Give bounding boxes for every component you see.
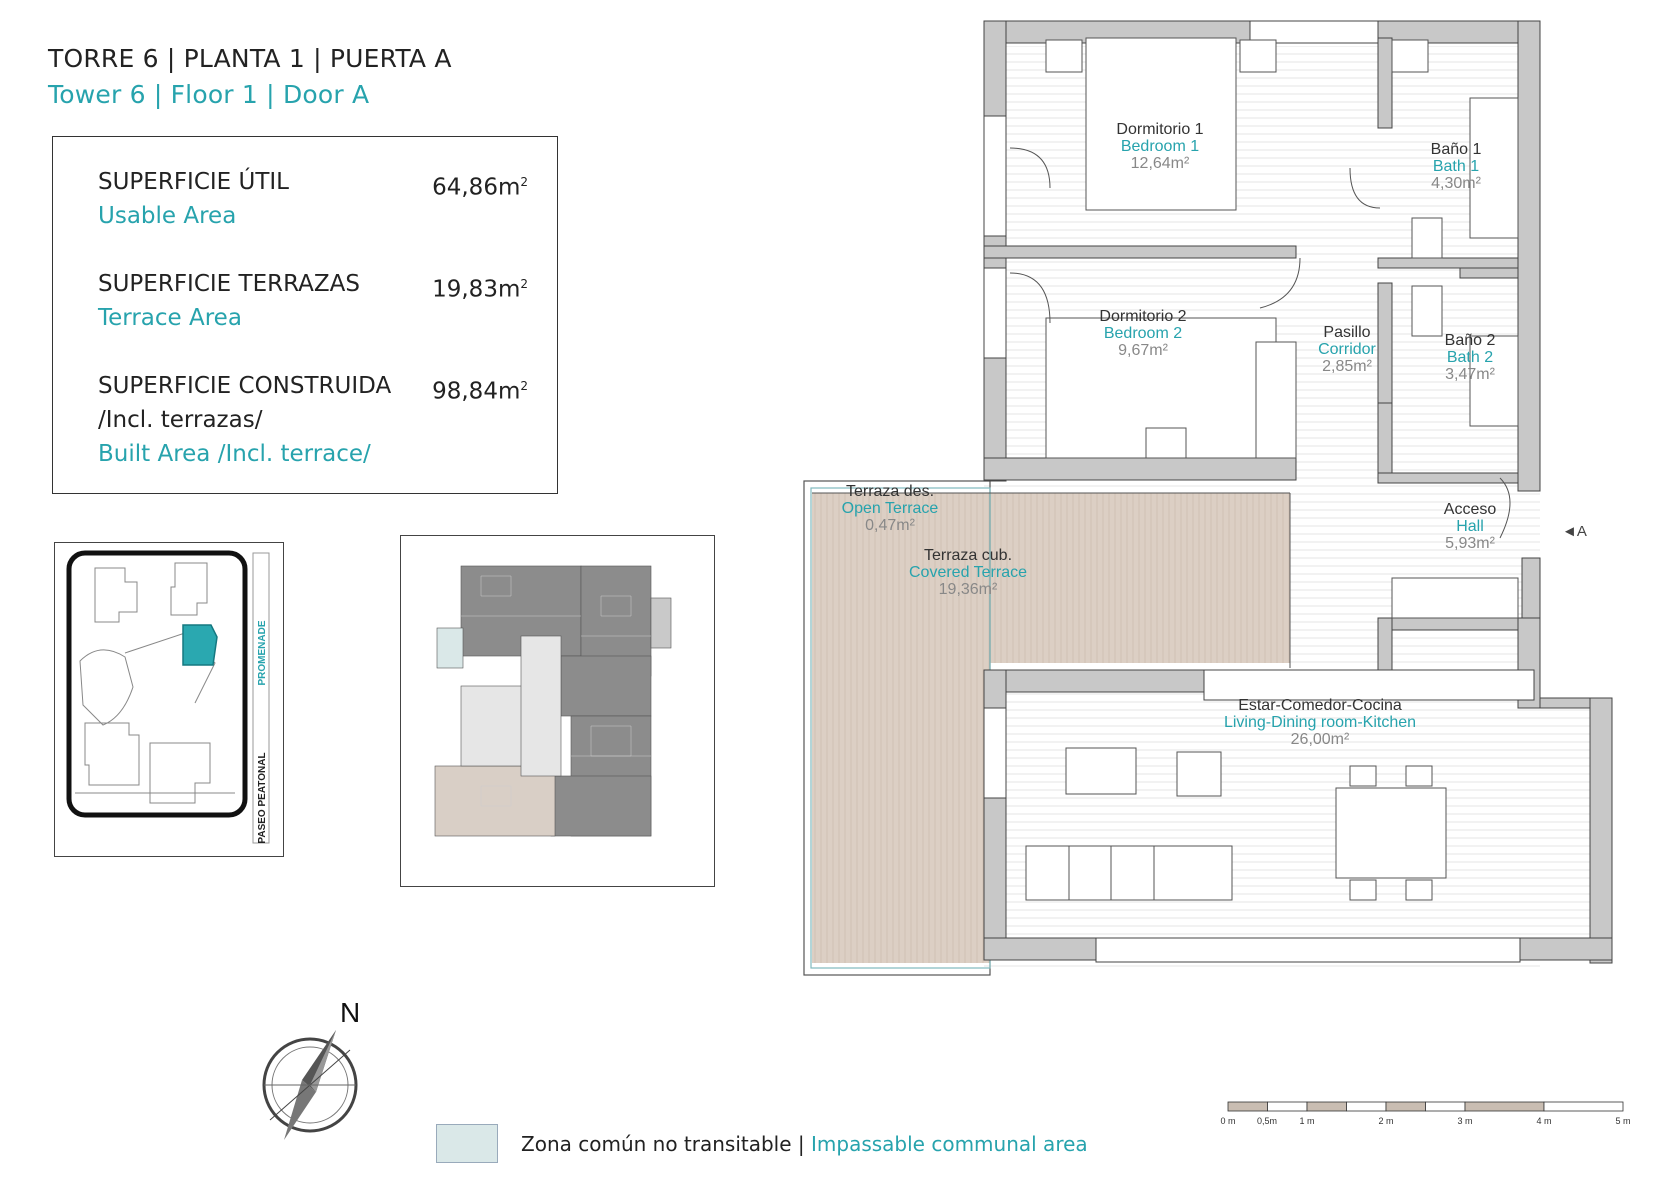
room-living-area: 26,00m² (1291, 731, 1350, 748)
room-bedroom1-area: 12,64m² (1131, 155, 1190, 172)
room-open-terrace-es: Terraza des. (846, 483, 934, 500)
room-bedroom2-area: 9,67m² (1118, 342, 1168, 359)
room-corridor-area: 2,85m² (1322, 358, 1372, 375)
built-area-row: SUPERFICIE CONSTRUIDA /Incl. terrazas/ B… (98, 369, 528, 471)
svg-text:0,5m: 0,5m (1257, 1116, 1277, 1126)
usable-area-value: 64,86m2 (432, 174, 528, 201)
usable-area-row: SUPERFICIE ÚTIL Usable Area 64,86m2 (98, 165, 528, 233)
svg-text:5 m: 5 m (1615, 1116, 1630, 1126)
built-area-label-2: /Incl. terrazas/ (98, 407, 263, 433)
built-area-value: 98,84m2 (432, 378, 528, 405)
room-open-terrace-en: Open Terrace (842, 500, 939, 517)
room-covered-terrace-en: Covered Terrace (909, 564, 1027, 581)
svg-text:3 m: 3 m (1457, 1116, 1472, 1126)
title-english: Tower 6 | Floor 1 | Door A (48, 80, 370, 109)
room-living-es: Estar-Comedor-Cocina (1238, 697, 1402, 714)
room-open-terrace-area: 0,47m² (865, 517, 915, 534)
north-label: N (340, 1000, 360, 1028)
room-covered-terrace-area: 19,36m² (939, 581, 998, 598)
usable-area-label: SUPERFICIE ÚTIL (98, 169, 289, 195)
svg-text:4 m: 4 m (1536, 1116, 1551, 1126)
scale-bar: 0 m 0,5m 1 m 2 m 3 m 4 m 5 m (1220, 1101, 1631, 1126)
north-arrow-icon: N (262, 1000, 360, 1140)
communal-area-swatch (436, 1124, 498, 1163)
room-corridor-en: Corridor (1318, 341, 1376, 358)
terrace-area-row: SUPERFICIE TERRAZAS Terrace Area 19,83m2 (98, 267, 528, 335)
room-bath2-en: Bath 2 (1447, 349, 1493, 366)
room-bath1-area: 4,30m² (1431, 175, 1481, 192)
room-hall-es: Acceso (1444, 501, 1497, 518)
room-bedroom2-en: Bedroom 2 (1104, 325, 1182, 342)
paseo-peatonal-label: PASEO PEATONAL (257, 752, 268, 843)
room-bedroom2-es: Dormitorio 2 (1099, 308, 1186, 325)
terrace-area (812, 493, 990, 963)
promenade-label: PROMENADE (257, 620, 268, 685)
room-bedroom1-en: Bedroom 1 (1121, 138, 1199, 155)
title-spanish: TORRE 6 | PLANTA 1 | PUERTA A (48, 44, 452, 73)
built-area-label-en: Built Area /Incl. terrace/ (98, 441, 371, 467)
room-bath2-es: Baño 2 (1445, 332, 1496, 349)
built-area-label: SUPERFICIE CONSTRUIDA (98, 373, 392, 399)
terrace-area-value: 19,83m2 (432, 276, 528, 303)
room-corridor-es: Pasillo (1323, 324, 1370, 341)
room-bath2-area: 3,47m² (1445, 366, 1495, 383)
room-living-en: Living-Dining room-Kitchen (1224, 714, 1416, 731)
room-covered-terrace-es: Terraza cub. (924, 547, 1012, 564)
room-bath1-en: Bath 1 (1433, 158, 1479, 175)
floor-plan: Dormitorio 1 Bedroom 1 12,64m² Baño 1 Ba… (803, 20, 1613, 976)
room-hall-en: Hall (1456, 518, 1484, 535)
room-bedroom1-es: Dormitorio 1 (1116, 121, 1203, 138)
usable-area-label-en: Usable Area (98, 203, 237, 229)
terrace-area-label: SUPERFICIE TERRAZAS (98, 271, 360, 297)
svg-text:1 m: 1 m (1299, 1116, 1314, 1126)
room-bath1-es: Baño 1 (1431, 141, 1482, 158)
entry-marker: ◄A (1562, 523, 1587, 540)
key-plan (400, 535, 715, 887)
svg-text:2 m: 2 m (1378, 1116, 1393, 1126)
svg-text:0 m: 0 m (1220, 1116, 1235, 1126)
legend-text: Zona común no transitable | Impassable c… (521, 1132, 1088, 1156)
terrace-area-label-en: Terrace Area (98, 305, 242, 331)
area-summary-box: SUPERFICIE ÚTIL Usable Area 64,86m2 SUPE… (52, 136, 558, 494)
room-hall-area: 5,93m² (1445, 535, 1495, 552)
site-plan: PROMENADE PASEO PEATONAL (54, 542, 284, 857)
